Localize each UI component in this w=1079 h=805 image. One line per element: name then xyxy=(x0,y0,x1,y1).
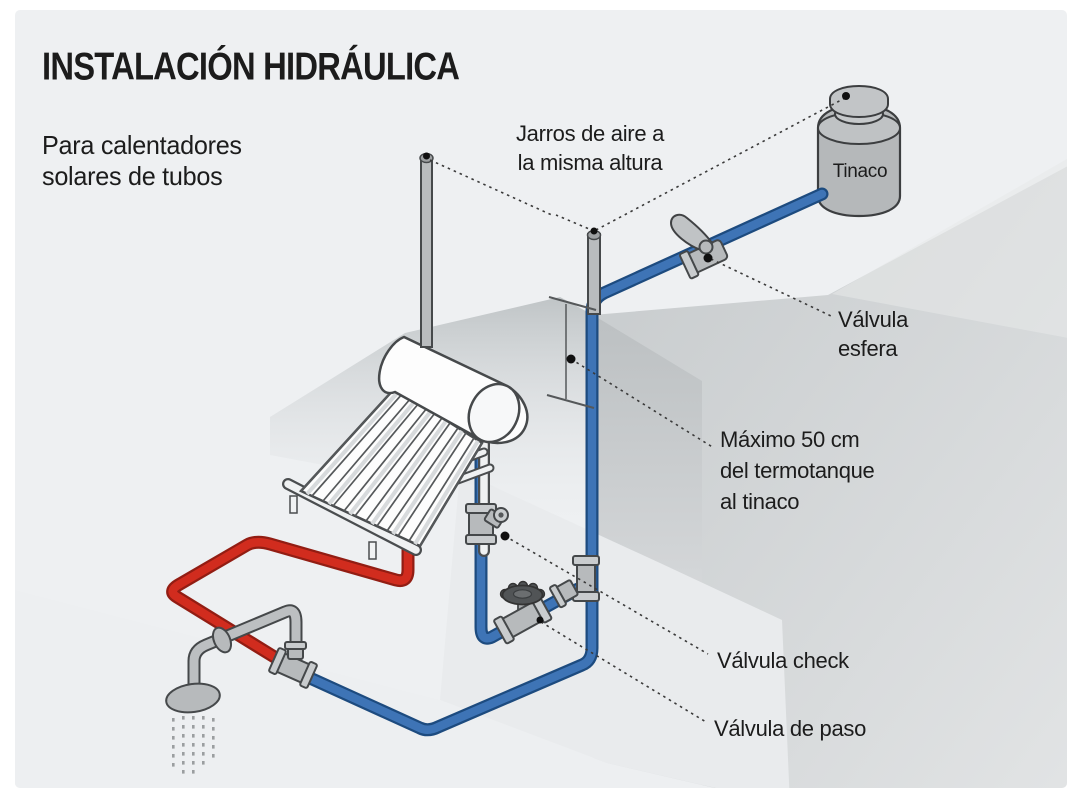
solar-heater xyxy=(282,152,529,560)
leader-maximo xyxy=(570,358,715,449)
water-spray xyxy=(172,716,215,774)
frame-foot-left xyxy=(289,495,298,514)
gate-valve xyxy=(493,580,553,645)
shower-head xyxy=(165,682,221,714)
heater-air-jar-pipe xyxy=(419,152,434,348)
page-subtitle: Para calentadores solares de tubos xyxy=(42,130,242,191)
floor-wedge xyxy=(440,471,790,788)
check-valve xyxy=(465,503,509,545)
tinaco-tank xyxy=(816,84,902,218)
arm-collar xyxy=(211,626,233,654)
right-wall-highlight xyxy=(832,152,1067,340)
wall-air-jar-pipe xyxy=(586,229,602,315)
subtitle-line: Para calentadores xyxy=(42,130,242,160)
label-tinaco: Tinaco xyxy=(832,161,888,182)
page-title: INSTALACIÓN HIDRÁULICA xyxy=(42,44,460,88)
shower-assembly xyxy=(165,604,318,774)
label-air-jars: Jarros de aire a la misma altura xyxy=(515,121,665,175)
subtitle-line: solares de tubos xyxy=(42,160,223,191)
leader-jarro-right xyxy=(555,214,595,232)
mixing-tee-fitting xyxy=(268,647,318,689)
frame-foot-right xyxy=(368,541,377,560)
leader-check-valve xyxy=(504,535,709,655)
label-check-valve: Válvula check xyxy=(717,648,849,673)
anchor-dots xyxy=(423,92,850,624)
dimension-bracket-50cm xyxy=(546,296,597,409)
label-gate-valve: Válvula de paso xyxy=(714,716,867,741)
label-max-50cm: Máximo 50 cm del termotanque al tinaco xyxy=(720,427,875,515)
handwheel xyxy=(499,580,546,606)
cold-feed-branch-pipe xyxy=(474,431,585,645)
label-ball-valve: Válvula esfera xyxy=(838,307,909,361)
evacuated-tube-collector xyxy=(298,386,484,548)
leader-ball-valve xyxy=(710,258,832,317)
ball-valve xyxy=(669,213,729,280)
leader-same-height xyxy=(595,97,846,231)
storage-tank xyxy=(377,335,529,445)
leader-lines xyxy=(429,97,846,723)
wall-tee-fitting xyxy=(549,555,600,609)
hot-water-pipe xyxy=(166,441,415,665)
